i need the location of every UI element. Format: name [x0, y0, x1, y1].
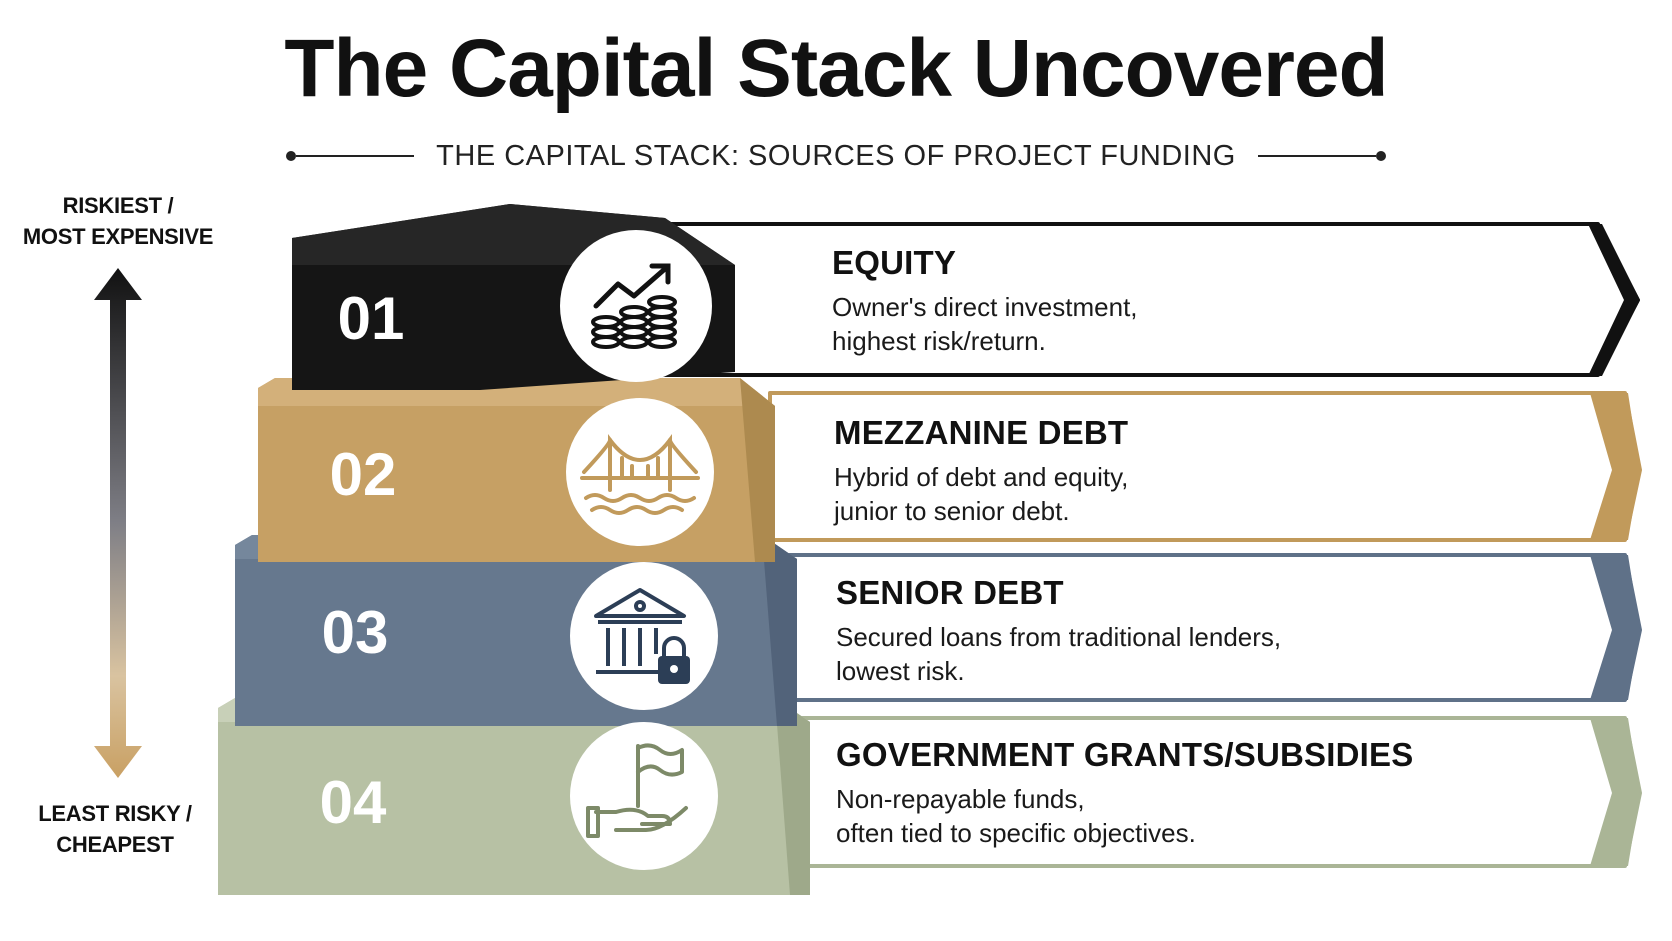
tier-3-text: SENIOR DEBT Secured loans from tradition… — [836, 574, 1281, 688]
risk-scale-arrow-icon — [94, 268, 142, 778]
risk-bottom-label: LEAST RISKY / CHEAPEST — [38, 801, 192, 857]
tier-1-description: Owner's direct investment, highest risk/… — [832, 292, 1138, 356]
tier-4-description: Non-repayable funds, often tied to speci… — [836, 784, 1196, 848]
tier-4-text: GOVERNMENT GRANTS/SUBSIDIES Non-repayabl… — [836, 736, 1413, 850]
tier-2-text: MEZZANINE DEBT Hybrid of debt and equity… — [834, 414, 1128, 528]
subtitle-right-rule — [1257, 151, 1386, 161]
tier-1-title: EQUITY — [832, 244, 957, 281]
tier-2-description: Hybrid of debt and equity, junior to sen… — [834, 462, 1129, 526]
tier-4-number: 04 — [319, 769, 387, 836]
subtitle-row: THE CAPITAL STACK: SOURCES OF PROJECT FU… — [0, 136, 1672, 176]
subtitle: THE CAPITAL STACK: SOURCES OF PROJECT FU… — [436, 139, 1236, 172]
subtitle-left-rule — [286, 151, 415, 161]
tier-2-number: 02 — [329, 441, 397, 508]
bridge-icon — [566, 398, 714, 546]
tier-1-number: 01 — [337, 285, 405, 352]
page-title: The Capital Stack Uncovered — [284, 23, 1388, 114]
growth-coins-icon — [560, 230, 712, 382]
tier-2-title: MEZZANINE DEBT — [834, 414, 1129, 451]
tier-1-text: EQUITY Owner's direct investment, highes… — [832, 244, 1138, 358]
tier-3-number: 03 — [321, 599, 389, 666]
hand-flag-icon — [570, 722, 718, 870]
tier-4-title: GOVERNMENT GRANTS/SUBSIDIES — [836, 736, 1414, 773]
tier-3-description: Secured loans from traditional lenders, … — [836, 622, 1282, 686]
risk-top-label: RISKIEST / MOST EXPENSIVE — [22, 193, 214, 249]
bank-lock-icon — [570, 562, 718, 710]
tier-3-title: SENIOR DEBT — [836, 574, 1064, 611]
